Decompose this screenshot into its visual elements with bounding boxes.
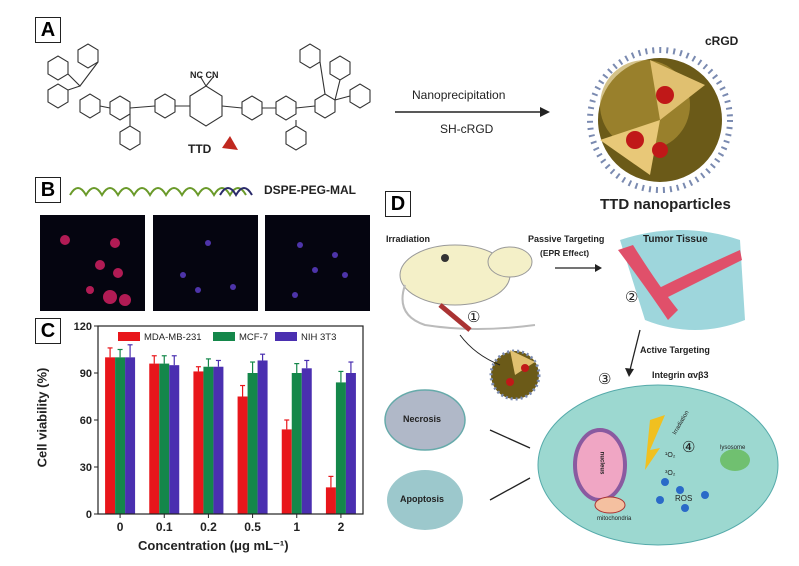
bar-mcf-7 [115,357,126,514]
outcome-arrows [489,429,531,501]
necrosis-label: Necrosis [403,414,442,424]
bar-mda-mb-231 [105,357,116,514]
legend-swatch [275,332,297,341]
dspe-peg-mal-label: DSPE-PEG-MAL [264,183,357,197]
panel-label-a: A [35,17,61,43]
dspe-peg-mal-spring [69,187,253,198]
bar-mda-mb-231 [325,487,336,514]
micrograph-nih-3t3 [265,215,370,311]
x-tick-label: 0.1 [156,520,173,534]
legend-label: MCF-7 [239,332,268,343]
panel-label-b: B [35,177,61,203]
epr-effect-label: (EPR Effect) [540,248,590,258]
bar-mcf-7 [335,382,346,514]
bar-nih-3t3 [301,368,312,514]
step-1: ① [467,309,481,326]
x-tick-label: 0.2 [200,520,217,534]
step-nanoprecipitation: Nanoprecipitation [412,88,506,102]
y-tick-label: 90 [80,368,92,380]
bar-mcf-7 [203,366,214,514]
bar-nih-3t3 [125,357,136,514]
apoptosis-cell [387,470,463,530]
step-3: ③ [598,371,612,388]
ttd-structure [47,43,371,151]
nucleus-label: nucleus [598,451,605,475]
panel-label-c: C [35,318,61,344]
y-axis-label: Cell viability (%) [34,367,50,468]
x-tick-label: 1 [293,520,300,534]
bar-mcf-7 [291,373,302,514]
micrograph-mcf-7 [153,215,258,311]
arrow-passive [555,264,602,272]
bar-nih-3t3 [169,365,180,514]
x-tick-label: 0.5 [244,520,261,534]
bar-nih-3t3 [257,360,268,514]
panel-label-d: D [385,191,411,217]
singlet-oxygen-label: ¹O₂ [665,452,676,459]
y-tick-label: 0 [86,509,92,521]
ttd-label: TTD [188,142,212,156]
step-sh-crgd: SH-cRGD [440,122,494,136]
legend-swatch [213,332,235,341]
irradiation-label: Irradiation [386,234,431,244]
y-tick-label: 60 [80,415,92,427]
necrosis-cell [384,389,466,451]
cell-illustration [537,384,779,546]
apoptosis-label: Apoptosis [400,494,444,504]
passive-targeting-label: Passive Targeting [528,234,605,244]
crgd-label: cRGD [705,34,739,48]
nanoparticle-illustration [587,47,733,193]
legend-swatch [118,332,140,341]
cyano-label: NC CN [190,70,219,80]
x-tick-label: 2 [338,520,345,534]
arrow-active [625,329,641,377]
bar-mda-mb-231 [149,363,160,514]
ros-label: ROS [675,494,693,503]
plot-frame [97,325,364,515]
active-targeting-label: Active Targeting [640,345,710,355]
triplet-oxygen-label: ³O₂ [665,470,676,477]
bar-mda-mb-231 [281,429,292,514]
step-2: ② [625,289,639,306]
x-axis-label: Concentration (μg mL⁻¹) [138,538,289,553]
syringe-icon [438,303,472,332]
y-tick-label: 30 [80,462,92,474]
lysosome-label: lysosome [720,445,746,451]
bar-mcf-7 [247,373,258,514]
micrograph-mda-mb-231 [40,215,145,311]
bar-mda-mb-231 [237,396,248,514]
nanoparticles-label: TTD nanoparticles [600,196,731,213]
tumor-tissue-label: Tumor Tissue [643,234,708,245]
nanoparticle-small [459,334,541,401]
legend-label: MDA-MB-231 [144,332,202,343]
legend-label: NIH 3T3 [301,332,336,343]
bar-nih-3t3 [345,373,356,514]
y-tick-label: 120 [74,321,92,333]
reaction-arrow [395,107,550,117]
bar-mcf-7 [159,363,170,514]
x-tick-label: 0 [117,520,124,534]
step-4: ④ [682,439,696,456]
tumor-tissue-illustration [618,230,745,330]
ttd-pyramid-icon [222,136,238,150]
bar-nih-3t3 [213,366,224,514]
mitochondria-label: mitochondria [597,516,632,522]
bar-mda-mb-231 [193,371,204,514]
integrin-label: Integrin αvβ3 [652,370,709,380]
mouse-illustration [399,244,536,330]
